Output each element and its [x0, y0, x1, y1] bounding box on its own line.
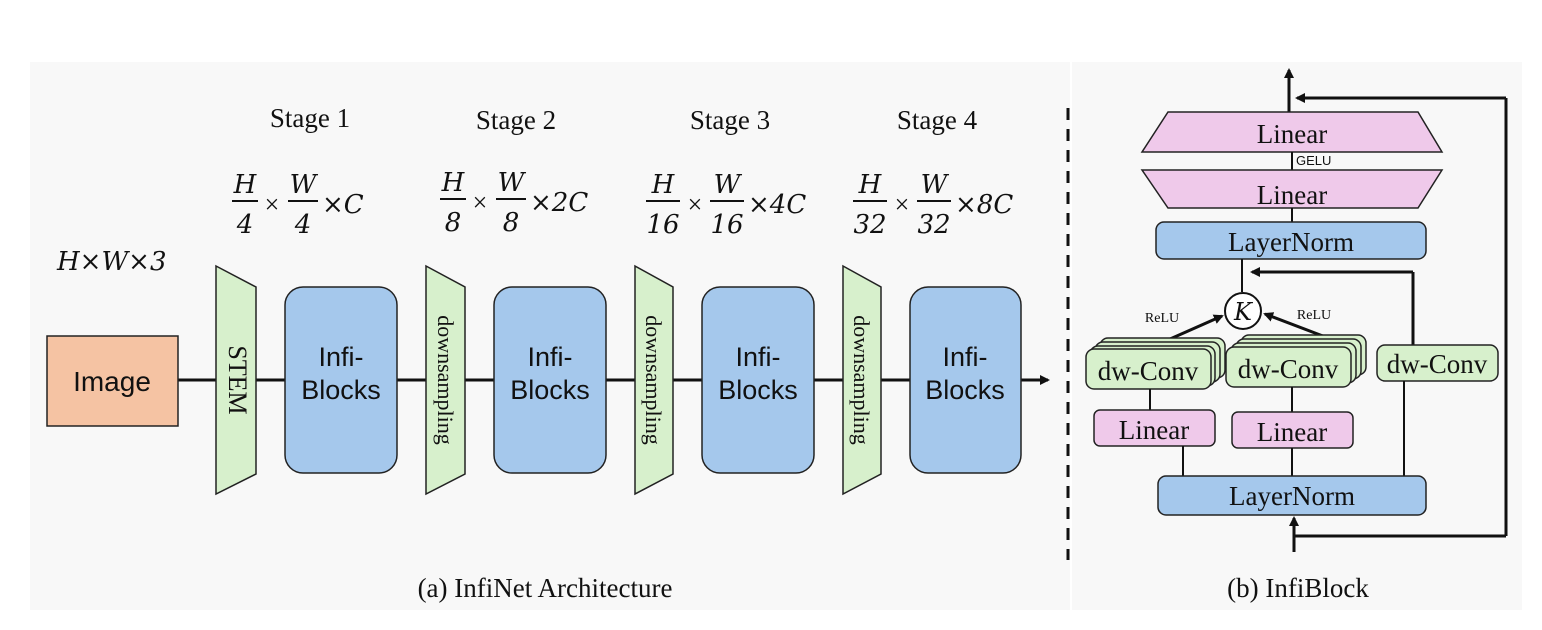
- dwconv-right-block: [1376, 344, 1499, 382]
- dwconv-left-label: dw-Conv: [1098, 356, 1199, 386]
- stage-2-times: ×: [473, 188, 488, 217]
- dwconv-left-front: [1085, 348, 1212, 390]
- relu-left-label: ReLU: [1145, 311, 1179, 326]
- stage-2-h-numerator: H: [441, 168, 466, 198]
- infi-blocks-stage-3-line2: Blocks: [718, 375, 798, 405]
- image-input-box: [46, 335, 179, 427]
- gelu-label: GELU: [1296, 153, 1331, 168]
- stage-2-w-numerator: W: [498, 168, 527, 198]
- stage-3-w-denominator: 16: [710, 210, 743, 240]
- stage-4-h-denominator: 32: [853, 210, 886, 240]
- stage-3-channels: ×4C: [748, 190, 806, 220]
- linear-left-block: [1093, 409, 1216, 447]
- stem-block: [215, 264, 257, 496]
- stage-3-w-numerator: W: [714, 170, 743, 200]
- layernorm-top-label: LayerNorm: [1228, 227, 1354, 257]
- downsampling-block-2: [634, 264, 674, 496]
- stage-1-title: Stage 1: [270, 103, 350, 133]
- k-node-label: K: [1233, 298, 1254, 326]
- downsampling-label-2: downsampling: [641, 315, 666, 445]
- linear-mid-block: [1140, 169, 1444, 209]
- stage-4-resolution: H 32 × W 32 ×8C: [853, 170, 1013, 240]
- caption-architecture: (a) InfiNet Architecture: [418, 573, 673, 603]
- stage-2-resolution: H 8 × W 8 ×2C: [440, 168, 588, 238]
- stage-1-h-denominator: 4: [236, 210, 254, 240]
- dwconv-left-stack: dw-Conv: [1085, 337, 1226, 390]
- relu-right-label: ReLU: [1297, 308, 1331, 323]
- stage-3-h-denominator: 16: [646, 210, 679, 240]
- input-size-label: H×W×3: [56, 247, 167, 277]
- caption-infiblock: (b) InfiBlock: [1227, 573, 1369, 603]
- stage-1-channels: ×C: [322, 190, 364, 220]
- infi-blocks-stage-4-line2: Blocks: [925, 375, 1005, 405]
- dwconv-mid-front: [1225, 346, 1352, 388]
- infi-blocks-stage-3-line1: Infi-: [735, 342, 780, 372]
- stage-2-channels: ×2C: [530, 188, 588, 218]
- infi-blocks-stage-2: [493, 286, 607, 474]
- layernorm-top-block: [1155, 221, 1427, 260]
- stage-4-w-numerator: W: [921, 170, 950, 200]
- infi-blocks-stage-1-line2: Blocks: [301, 375, 381, 405]
- stem-label: STEM: [223, 345, 252, 414]
- infi-blocks-stage-2-line2: Blocks: [510, 375, 590, 405]
- stage-1-h-numerator: H: [233, 170, 258, 200]
- layernorm-bottom-block: [1157, 475, 1427, 516]
- stage-4-channels: ×8C: [955, 190, 1013, 220]
- linear-top-label: Linear: [1257, 119, 1327, 149]
- infi-blocks-stage-4: [909, 286, 1022, 474]
- stage-2-h-denominator: 8: [445, 208, 462, 238]
- layernorm-bottom-label: LayerNorm: [1229, 481, 1355, 511]
- stage-3-h-numerator: H: [651, 170, 676, 200]
- stage-4-w-denominator: 32: [917, 210, 950, 240]
- stage-2-w-denominator: 8: [503, 208, 520, 238]
- downsampling-block-3: [842, 264, 882, 496]
- stage-1-w-denominator: 4: [294, 210, 312, 240]
- image-input-label: Image: [73, 366, 151, 397]
- linear-top-block: [1140, 111, 1444, 153]
- stage-4-h-numerator: H: [858, 170, 883, 200]
- dwconv-mid-label: dw-Conv: [1238, 354, 1339, 384]
- downsampling-block-1: [425, 264, 466, 496]
- infi-blocks-stage-4-line1: Infi-: [942, 342, 987, 372]
- infi-blocks-stage-1: [284, 286, 398, 474]
- infi-blocks-stage-3: [701, 286, 815, 474]
- stage-1-resolution: H 4 × W 4 ×C: [232, 170, 364, 240]
- stage-1-times: ×: [265, 190, 280, 219]
- k-node: [1224, 292, 1262, 330]
- linear-left-label: Linear: [1119, 415, 1189, 445]
- linear-mid-label: Linear: [1257, 180, 1327, 210]
- stage-3-resolution: H 16 × W 16 ×4C: [646, 170, 806, 240]
- stage-4-times: ×: [895, 190, 910, 219]
- linear-right-label: Linear: [1257, 417, 1327, 447]
- stage-2-title: Stage 2: [476, 105, 556, 135]
- infi-blocks-stage-2-line1: Infi-: [527, 342, 572, 372]
- dwconv-mid-stack: dw-Conv: [1225, 334, 1367, 388]
- infi-blocks-stage-1-line1: Infi-: [318, 342, 363, 372]
- dwconv-right-label: dw-Conv: [1387, 349, 1488, 379]
- downsampling-label-3: downsampling: [849, 315, 874, 445]
- stage-4-title: Stage 4: [897, 105, 978, 135]
- stage-3-times: ×: [688, 190, 703, 219]
- downsampling-label-1: downsampling: [433, 315, 458, 445]
- stage-1-w-numerator: W: [290, 170, 319, 200]
- stage-3-title: Stage 3: [690, 105, 770, 135]
